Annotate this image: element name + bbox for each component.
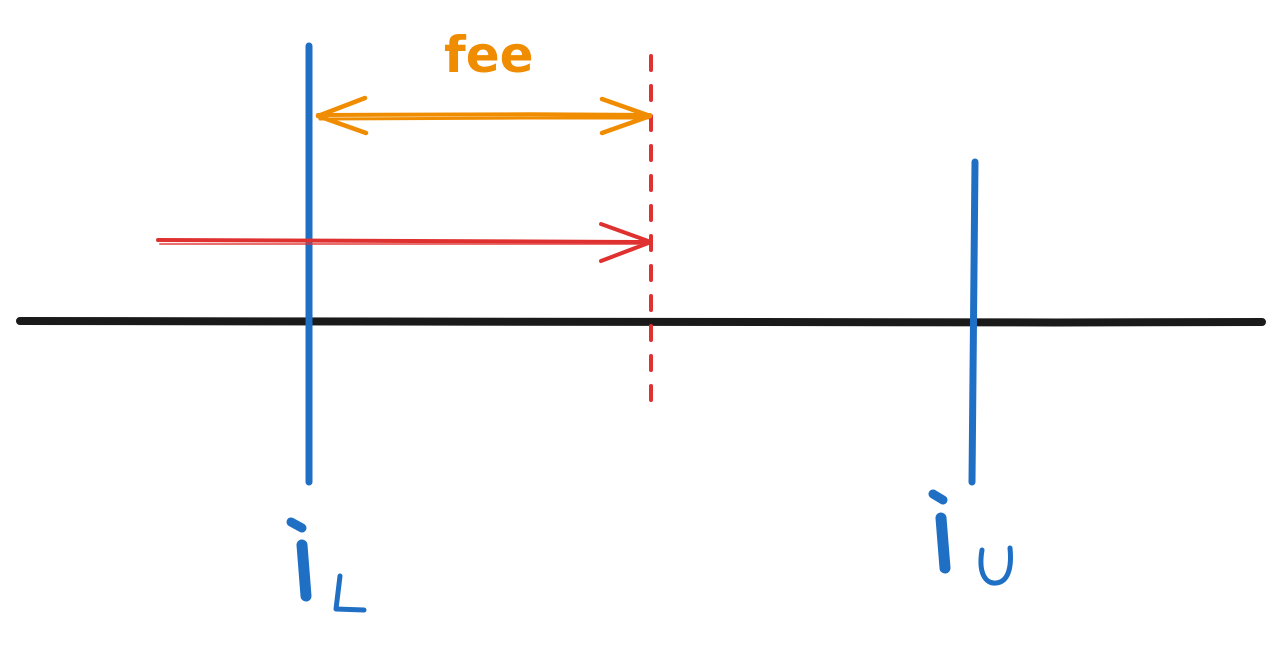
upper-bound-label: i U bbox=[928, 489, 1013, 586]
upper-symbol-accent bbox=[928, 489, 948, 505]
lower-subscript-glyph bbox=[333, 573, 367, 613]
lower-symbol-stem bbox=[296, 539, 312, 602]
lower-bound-label: i L bbox=[286, 517, 367, 613]
upper-subscript-glyph bbox=[978, 545, 1013, 586]
fee-label: fee bbox=[444, 26, 534, 84]
fee-arrow-icon bbox=[315, 95, 653, 136]
price-arrow-icon bbox=[156, 222, 653, 263]
lower-symbol-accent bbox=[286, 517, 307, 533]
upper-bound-line bbox=[968, 158, 979, 486]
upper-symbol-stem bbox=[935, 512, 951, 574]
horizontal-axis bbox=[16, 316, 1266, 327]
